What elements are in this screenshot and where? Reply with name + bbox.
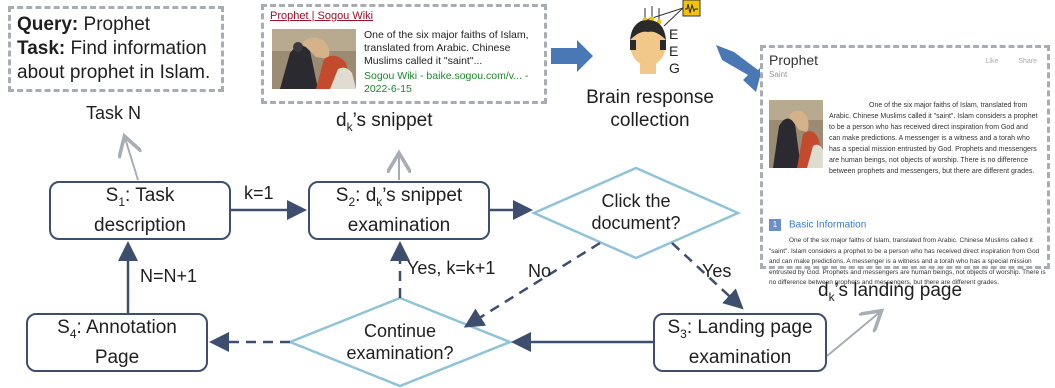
click-decision-text: Click the document? [591,191,681,233]
query-task-panel: Query: Prophet Task: Find information ab… [8,6,224,92]
s2-snippet-examination-box: S2: dk’s snippet examination [308,181,490,240]
continue-decision-text: Continue examination? [346,321,454,363]
section-title: Basic Information [789,219,867,231]
snippet-source: Sogou Wiki - baike.sogou.com/v... - 2022… [364,70,529,95]
landing-title: Prophet [769,52,819,68]
landing-section-heading: 1 Basic Information [769,219,866,231]
edge-label-n-plus: N=N+1 [140,266,198,286]
edge-label-yes-k: Yes, k=k+1 [407,258,496,278]
blue-arrow-left [716,45,763,92]
edge-label-yes: Yes [702,261,732,281]
landing-caption: dk’s landing page [818,280,963,304]
blue-arrow-right [551,40,593,72]
edge-label-k1: k=1 [244,183,274,203]
landing-image [769,100,823,168]
click-diamond [530,166,742,260]
share-button[interactable]: Share [1018,58,1037,65]
s1-task-description-box: S1: Task description [49,181,231,240]
s4-annotation-page-box: S4: Annotation Page [26,313,208,372]
landing-page-panel: Prophet Saint Like Share One of the six … [760,45,1050,286]
snippet-text: One of the six major faiths of Islam, tr… [364,29,529,67]
task-value-line2: about prophet in Islam. [17,62,211,83]
landing-subtitle: Saint [769,70,788,79]
eeg-letters: E E G [669,26,680,77]
landing-actions: Like Share [968,58,1037,65]
snippet-thumbnail-image [272,29,356,89]
section-number-badge: 1 [769,219,781,231]
snippet-panel: Prophet | Sogou Wiki One of the six majo… [261,4,547,104]
eeg-letter-e2: E [669,43,679,59]
edge-label-no: No [528,261,552,281]
eeg-head-icon [630,0,701,74]
task-value-line1: Find information [70,38,207,59]
like-button[interactable]: Like [985,58,999,65]
eeg-letter-e1: E [669,26,679,42]
s3-landing-examination-box: S3: Landing page examination [653,313,827,372]
landing-paragraph-2: One of the six major faiths of Islam, tr… [769,237,1046,286]
arrow-click-yes [671,242,744,310]
snippet-title-link[interactable]: Prophet | Sogou Wiki [270,10,374,22]
eeg-letter-g: G [669,60,680,76]
query-label: Query: [17,14,79,35]
task-n-caption: Task N [86,103,142,123]
gray-arrow-task [125,138,138,181]
brain-response-caption: Brain response collection [586,87,714,131]
query-value: Prophet [83,14,151,35]
landing-paragraph-1: One of the six major faiths of Islam, tr… [829,102,1038,175]
snippet-caption: dk’s snippet [336,110,433,134]
task-label: Task: [17,38,66,59]
arrow-click-no [463,241,601,328]
gray-arrow-landing [826,312,880,357]
